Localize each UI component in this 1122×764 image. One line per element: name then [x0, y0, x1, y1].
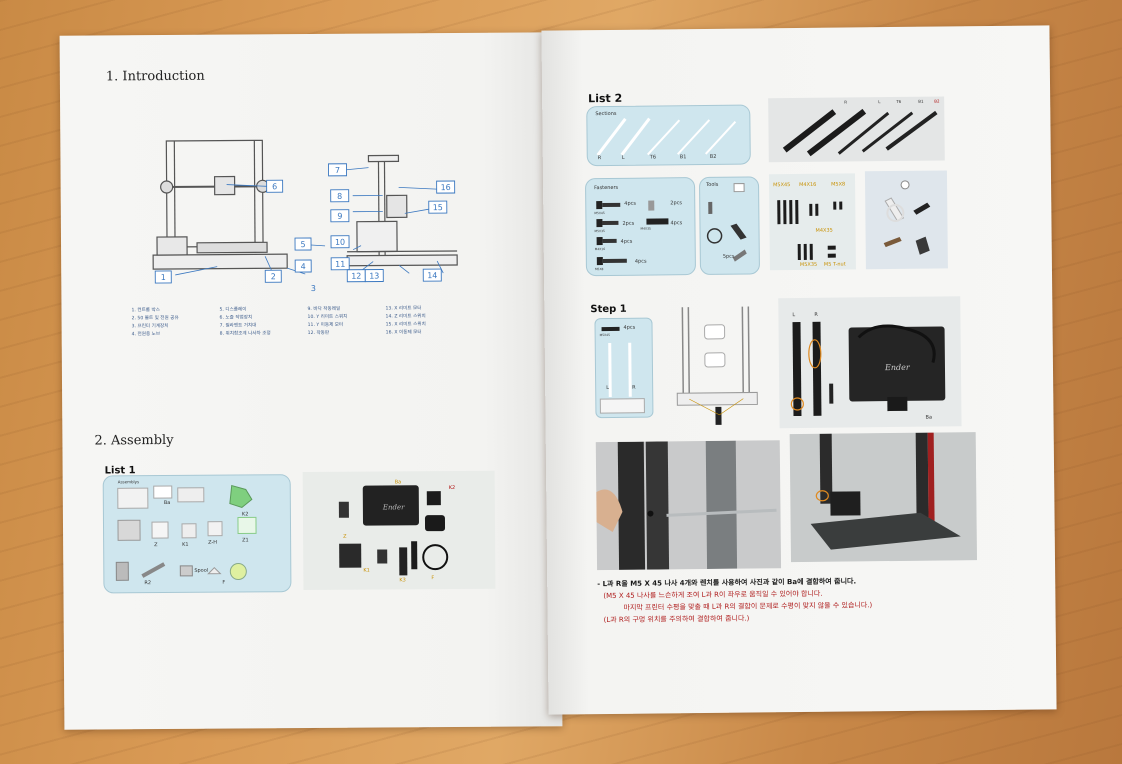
callout-6: 6: [272, 182, 277, 191]
callout-4: 4: [301, 262, 306, 271]
step1-parts-drawing: [599, 326, 645, 414]
list1-parts-drawing: [115, 484, 257, 581]
tools-photo-drawing: [883, 180, 931, 255]
callout-9: 9: [337, 212, 342, 221]
step1-photo-drawing: [790, 321, 946, 417]
callout-3: 3: [311, 284, 316, 293]
callout-15: 15: [433, 203, 443, 212]
right-page: List 2 Sections R L T6 B1 B2 R L T6 B1 B…: [541, 25, 1057, 715]
step1-parts-panel: 4pcs M5X45 L R: [594, 317, 654, 419]
legend-col-2: 5. 디스플레이 6. 노즐 작업장치 7. 필라멘트 거치대 8. 위치참조계…: [219, 307, 271, 337]
frame-base-closeup-drawing: [789, 432, 978, 563]
legend-col-4: 13. X 리미트 모터 14. Z 리미트 스위치 15. X 리미트 스위치…: [385, 306, 426, 336]
step1-notes: - L과 R을 M5 X 45 나사 4개와 렌치를 사용하여 사진과 같이 B…: [597, 574, 1017, 626]
svg-text:Ender: Ender: [382, 503, 405, 511]
step1-frame-drawing: [676, 306, 758, 425]
list1-parts-photo: Ender Ba K2 Z K1 K3 F: [302, 470, 496, 591]
list1-parts-panel: Assemblys Ba K2 Z K1 Z-H Z1 R2 Spool F: [102, 474, 292, 594]
hardware-photo: M5X45 M4X16 M5X8 M4X35 M5X35 M5 T-nut: [768, 173, 856, 271]
frame-base-closeup-photo: [789, 432, 978, 563]
rods-drawing: [782, 108, 938, 157]
callout-11: 11: [335, 260, 345, 269]
sections-drawing: [596, 117, 737, 157]
hardware-drawing: [777, 199, 843, 261]
step1-heading: Step 1: [590, 303, 627, 316]
callout-8: 8: [337, 192, 342, 201]
introduction-heading: 1. Introduction: [105, 68, 205, 85]
callout-10: 10: [335, 238, 345, 247]
tools-photo: [864, 170, 948, 270]
callout-7: 7: [335, 166, 340, 175]
step1-assembly-photo: L R Ender Ba: [778, 296, 962, 429]
callout-16: 16: [441, 183, 451, 192]
wrench-closeup-drawing: [595, 440, 782, 571]
sections-panel: Sections R L T6 B1 B2: [586, 104, 751, 167]
fasteners-panel: Fasteners 4pcs 2pcs 2pcs 4pcs 4pcs 4pcs …: [584, 177, 697, 277]
rods-photo: R L T6 B1 B2: [768, 96, 945, 163]
callout-5: 5: [300, 240, 305, 249]
callout-2: 2: [271, 272, 276, 281]
callout-14: 14: [427, 271, 437, 280]
tools-drawing: [706, 183, 747, 262]
callout-1: 1: [161, 273, 166, 282]
list2-heading: List 2: [588, 91, 623, 106]
left-page: 1. Introduction: [59, 32, 563, 730]
callout-12: 12: [351, 272, 361, 281]
parts-legend: 1. 컨트롤 박스 2. 50 볼트 및 전원 공유 3. 프린터 기계장치 4…: [131, 305, 461, 337]
wrench-closeup-photo: [595, 440, 782, 571]
tools-panel: Tools 5pcs: [698, 176, 760, 276]
legend-col-1: 1. 컨트롤 박스 2. 50 볼트 및 전원 공유 3. 프린터 기계장치 4…: [131, 308, 179, 338]
callout-13: 13: [369, 272, 379, 281]
legend-col-3: 9. 바닥 작동레일 10. Y 리미트 스위치 11. Y 이동제 모터 12…: [307, 306, 348, 337]
list1-photo-drawing: Ender: [338, 485, 449, 576]
printer-diagram: 6 5 4 1 2 7 8 9 10 11 12 13 14 16 15 3: [152, 139, 458, 293]
fasteners-drawing: [596, 200, 669, 266]
assembly-heading: 2. Assembly: [94, 432, 174, 449]
